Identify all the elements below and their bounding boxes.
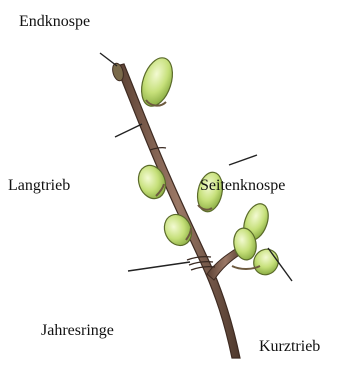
leader-seitenknospe [229, 155, 257, 165]
label-jahresringe: Jahresringe [41, 323, 114, 339]
label-seitenknospe: Seitenknospe [200, 178, 285, 194]
lateral-bud-lower [159, 210, 196, 250]
label-endknospe: Endknospe [19, 14, 90, 30]
main-stem [116, 64, 240, 358]
label-langtrieb: Langtrieb [8, 178, 70, 194]
leader-jahresringe [128, 262, 190, 271]
label-kurztrieb: Kurztrieb [259, 339, 320, 355]
leader-endknospe [100, 53, 117, 66]
leader-langtrieb [115, 124, 142, 137]
terminal-bud [136, 54, 178, 110]
